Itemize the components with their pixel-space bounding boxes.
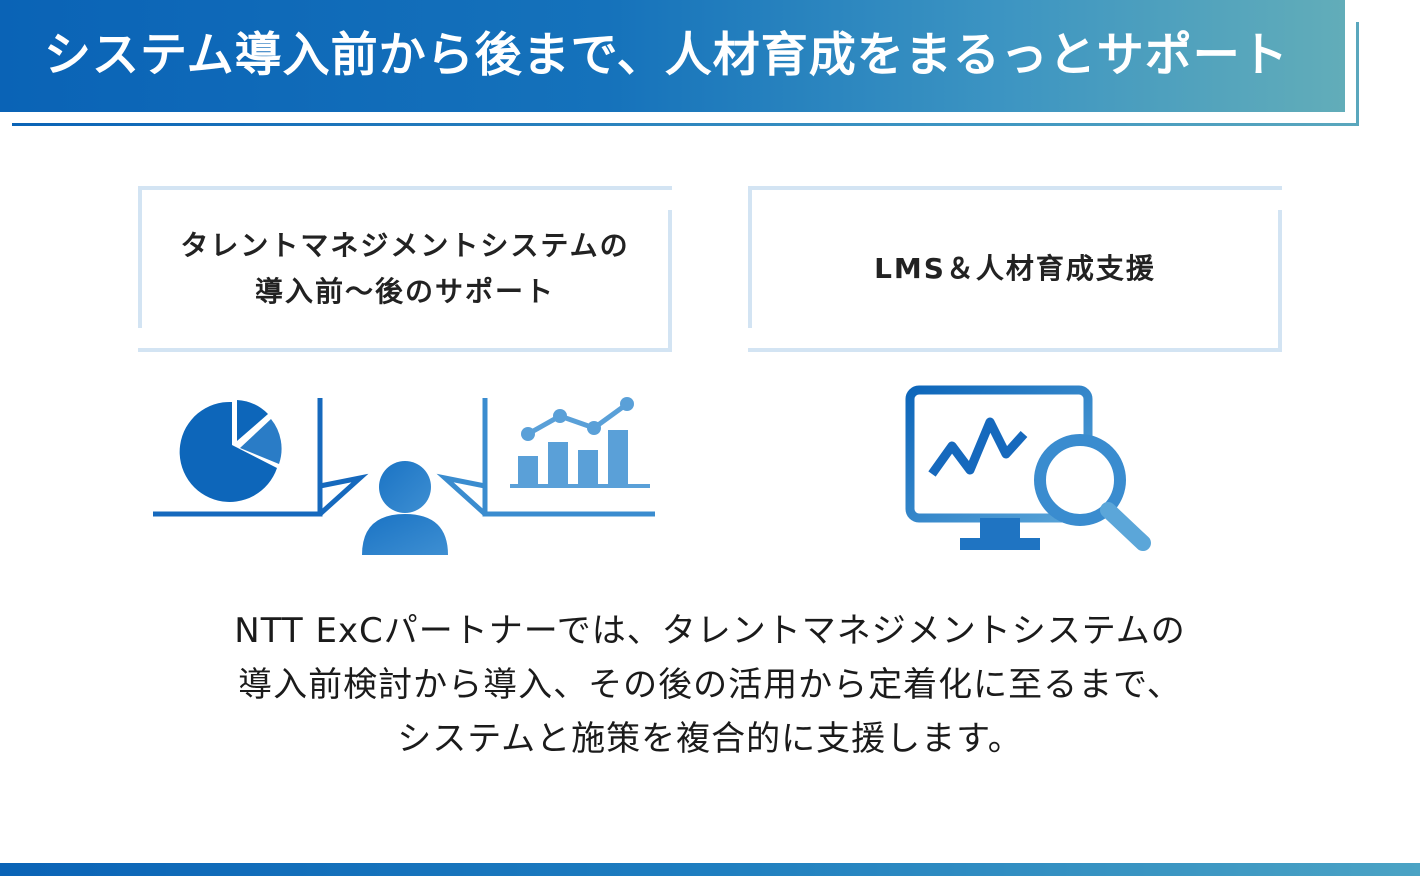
- pie-chart-icon: [179, 400, 282, 502]
- banner-frame-right: [1356, 22, 1359, 126]
- speech-bubble-right: [436, 398, 655, 517]
- description: NTT ExCパートナーでは、タレントマネジメントシステムの 導入前検討から導入…: [0, 604, 1420, 766]
- header-banner: システム導入前から後まで、人材育成をまるっとサポート: [0, 0, 1345, 112]
- card-title-line-1: LMS＆人材育成支援: [874, 252, 1156, 285]
- speech-bubble-left: [153, 398, 369, 517]
- card-talent-management-support: タレントマネジメントシステムの 導入前～後のサポート: [138, 186, 672, 352]
- monitor-chart-magnifier-icon: [905, 385, 1151, 551]
- card-title-line-2: 導入前～後のサポート: [254, 275, 555, 308]
- card-title-line-1: タレントマネジメントシステムの: [180, 229, 630, 262]
- bar-line-chart-icon: [510, 397, 650, 488]
- card-lms-training-support: LMS＆人材育成支援: [748, 186, 1282, 352]
- description-line-2: 導入前検討から導入、その後の活用から定着化に至るまで、: [238, 665, 1182, 705]
- consulting-illustration-icon: [153, 397, 655, 555]
- description-line-3: システムと施策を複合的に支援します。: [397, 719, 1023, 759]
- person-icon: [362, 461, 448, 555]
- description-line-1: NTT ExCパートナーでは、タレントマネジメントシステムの: [234, 611, 1186, 651]
- banner-title: システム導入前から後まで、人材育成をまるっとサポート: [44, 28, 1289, 83]
- footer-bar: [0, 863, 1420, 876]
- banner-frame-bottom: [12, 123, 1359, 126]
